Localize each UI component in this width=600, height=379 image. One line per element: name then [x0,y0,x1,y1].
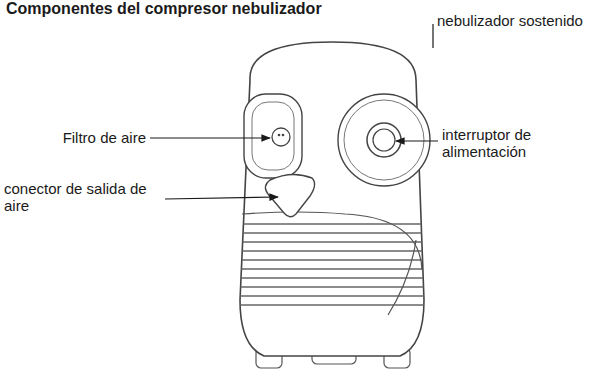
power-switch-button [373,129,395,151]
air-filter [272,128,290,146]
part-label: conector de salida de aire [4,180,162,214]
switch-panel [338,94,430,186]
part-label: nebulizador sostenido [437,12,597,29]
grille-slot [238,250,426,252]
air-outlet-connector [265,174,314,216]
grille-slot [238,268,426,270]
leader-arrow [396,140,438,141]
grille-edge [388,240,416,315]
part-label: interruptor de alimentación [442,126,572,160]
device-housing [240,42,424,356]
air-filter-dot [282,134,285,137]
leader-line [432,24,433,48]
filter-panel [244,94,302,178]
part-label: Filtro de aire [40,129,146,146]
grille-slot [238,232,426,234]
diagram-title: Componentes del compresor nebulizador [6,0,322,17]
air-filter-dot [278,134,281,137]
power-switch [367,123,401,157]
grille-edge [242,212,422,270]
grille-slot [238,304,426,306]
leader-arrow [165,197,278,199]
grille-slot [238,241,426,243]
filter-panel-inner [252,102,294,170]
grille-slot [238,277,426,279]
grille-slot [238,223,426,225]
vent-grille [238,224,426,305]
grille-slot [238,259,426,261]
grille-slot [238,286,426,288]
leader-arrow [150,137,270,138]
switch-panel-inner [344,100,424,180]
